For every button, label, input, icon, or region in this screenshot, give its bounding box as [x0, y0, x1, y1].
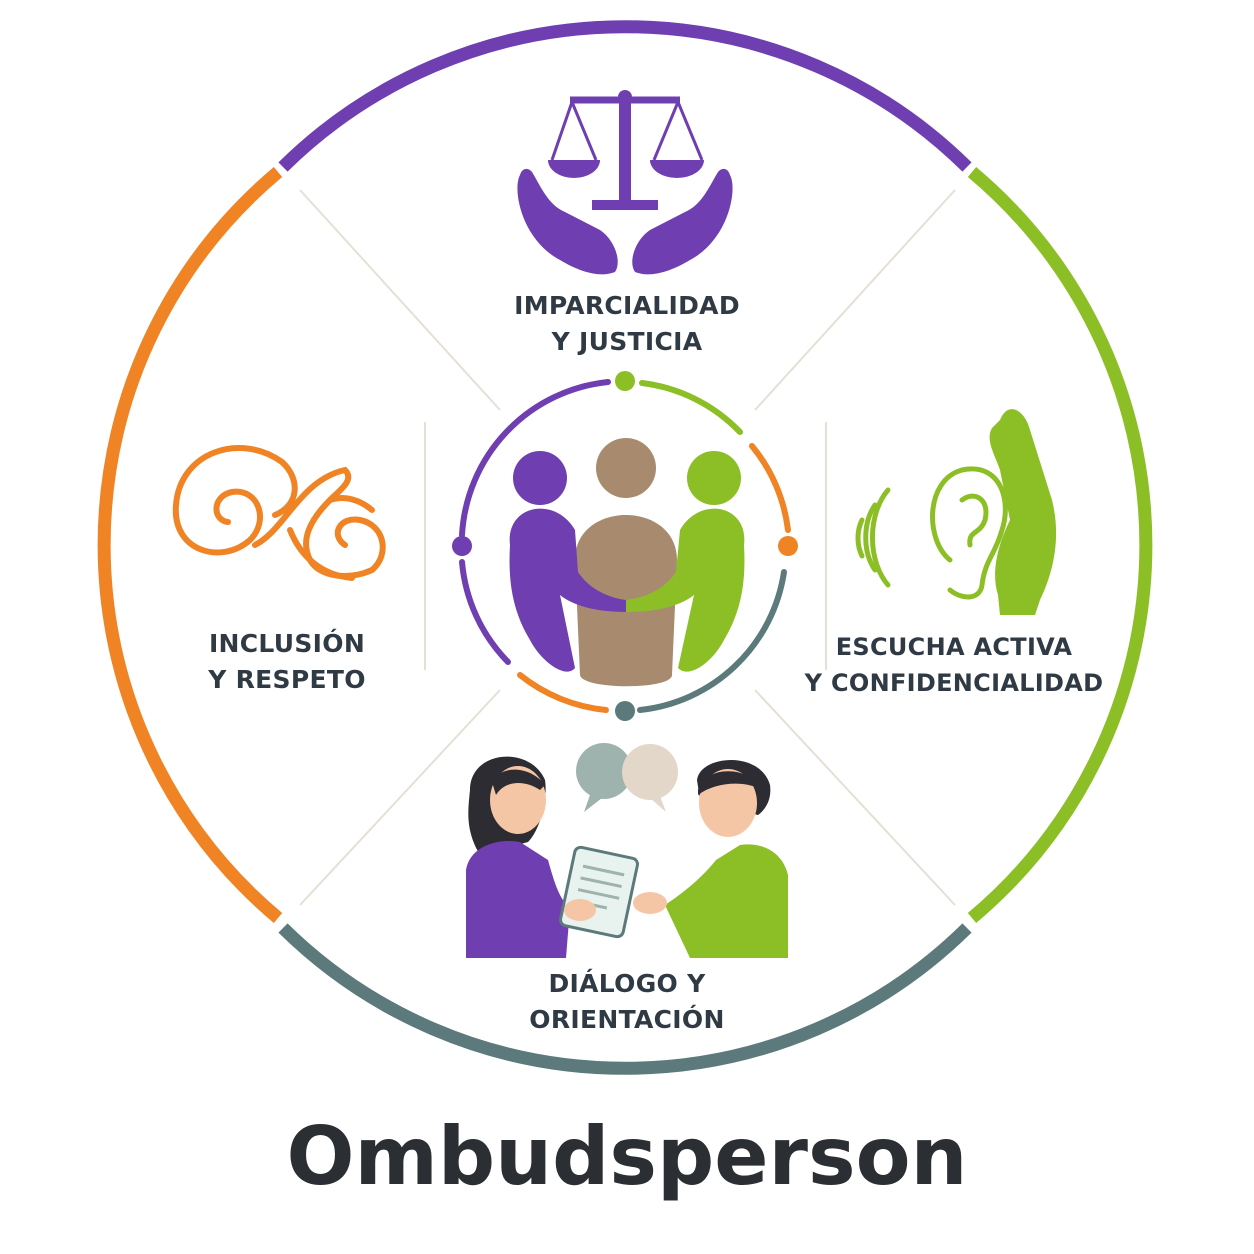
ear-hand-icon	[855, 409, 1057, 615]
inner-ring	[459, 379, 791, 713]
label-inclusion: INCLUSIÓN Y RESPETO	[208, 629, 366, 694]
ring-segment-right	[967, 167, 1153, 923]
ring-segment-left	[97, 167, 283, 923]
label-dialogo: DIÁLOGO Y ORIENTACIÓN	[529, 969, 725, 1034]
scales-hands-icon	[517, 90, 733, 275]
brand-title: Ombudsperson	[286, 1110, 968, 1203]
label-escucha: ESCUCHA ACTIVA Y CONFIDENCIALIDAD	[804, 633, 1104, 697]
dividers	[299, 189, 956, 906]
outer-ring	[97, 20, 1153, 1075]
ring-segment-top	[278, 20, 972, 172]
label-imparcialidad: IMPARCIALIDAD Y JUSTICIA	[514, 291, 740, 356]
inner-ring-dots	[452, 371, 798, 721]
people-group-icon	[509, 438, 745, 687]
swirl-icon	[172, 445, 386, 581]
conversation-icon	[466, 743, 788, 958]
ring-segment-bottom	[278, 923, 972, 1075]
